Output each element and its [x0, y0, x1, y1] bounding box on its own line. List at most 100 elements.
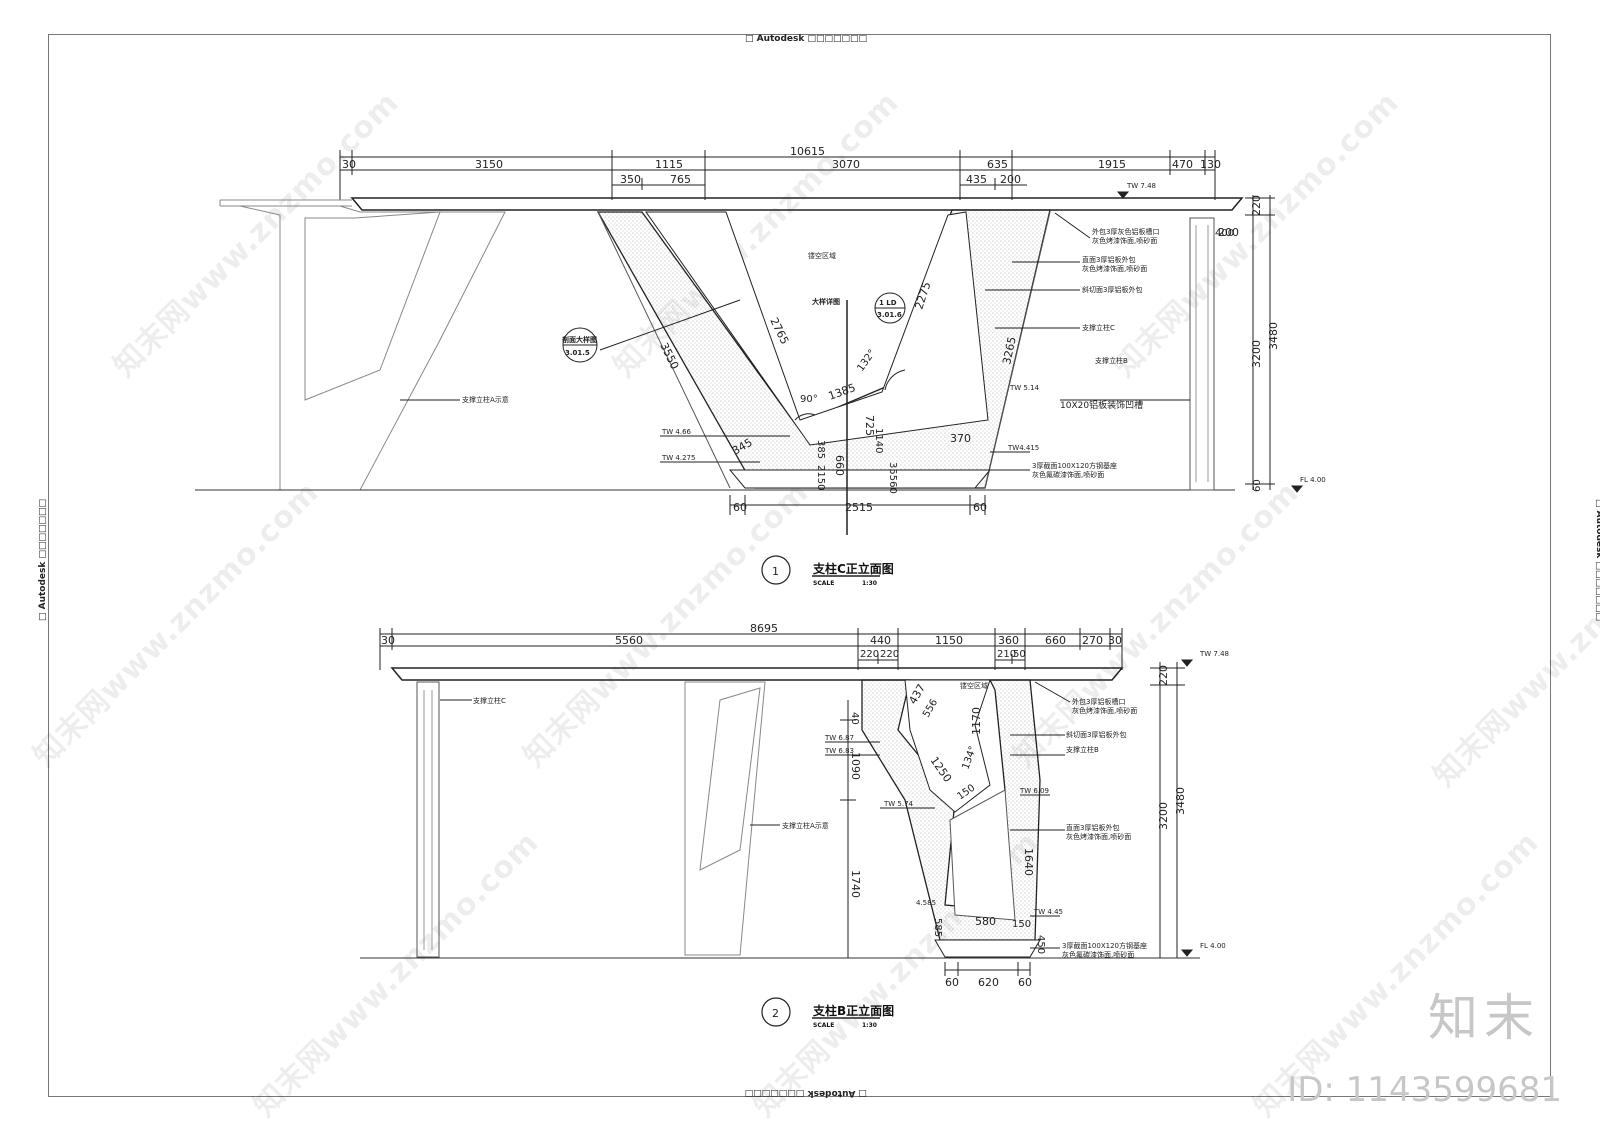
- v1-label: 直面3厚铝板外包: [1082, 255, 1135, 264]
- v2-subdim: 220: [880, 649, 899, 660]
- v1-subdim: 435: [966, 173, 987, 186]
- v2-bdim: 620: [978, 976, 999, 989]
- v1-callout-a-bottom: 3.01.6: [877, 311, 902, 319]
- v2-rdim: 3480: [1174, 787, 1187, 815]
- v2-level: TW 6.87: [824, 734, 854, 742]
- v2-dim: 360: [998, 634, 1019, 647]
- v2-level: 4.585: [916, 899, 936, 907]
- v2-level: TW 6.83: [824, 747, 854, 755]
- v1-rdim: 3200: [1250, 340, 1263, 368]
- v2-level: TW 7.48: [1199, 650, 1229, 658]
- v1-bdim: 60: [973, 501, 987, 514]
- v1-label-hollow: 镂空区域: [808, 251, 836, 260]
- v1-idim: 2150: [815, 465, 826, 490]
- v1-view-number: 1: [772, 565, 779, 578]
- v1-label: 灰色烤漆饰面,喷砂面: [1092, 236, 1157, 245]
- v1-dim: 1115: [655, 158, 683, 171]
- v1-label: 支撑立柱B: [1095, 356, 1128, 365]
- v1-angle: 132°: [855, 348, 878, 374]
- autodesk-stamp-top: □ Autodesk □□□□□□□: [745, 34, 868, 44]
- v2-scale-label: SCALE: [813, 1022, 834, 1029]
- v1-callout-b-top: 剖面大样图: [562, 335, 597, 344]
- v1-idim: 1385: [827, 381, 858, 403]
- v1-subdim: 350: [620, 173, 641, 186]
- v2-ldim: 1090: [849, 752, 862, 780]
- v1-level: TW 5.14: [1009, 384, 1040, 392]
- v1-level: TW4.415: [1007, 444, 1039, 452]
- v1-dim: 130: [1200, 158, 1221, 171]
- v1-view-title: 支柱C正立面图: [812, 561, 894, 576]
- v2-idim: 1640: [1022, 848, 1035, 876]
- v1-bdim: 2515: [845, 501, 873, 514]
- v2-bdim: 60: [1018, 976, 1032, 989]
- v1-angle: 90°: [800, 394, 818, 405]
- v2-dim: 660: [1045, 634, 1066, 647]
- brand-logo: 知末: [1428, 989, 1540, 1047]
- v1-dim: 1915: [1098, 158, 1126, 171]
- v2-idim: 580: [975, 915, 996, 928]
- v1-idim: 370: [950, 432, 971, 445]
- v1-scale-value: 1:30: [862, 580, 877, 587]
- v2-subdim: 50: [1013, 649, 1026, 660]
- v1-dim: 3150: [475, 158, 503, 171]
- v2-dim: 30: [1108, 634, 1122, 647]
- drawing-frame: [48, 34, 1551, 1097]
- v1-idim: 35560: [887, 462, 898, 494]
- v2-idim: 450: [1035, 935, 1046, 954]
- v1-level: TW 4.66: [661, 428, 692, 436]
- v2-ldim: 1740: [849, 870, 862, 898]
- v2-bdim: 60: [945, 976, 959, 989]
- v1-scale-label: SCALE: [813, 580, 834, 587]
- brand-id: ID: 1143599681: [1287, 1070, 1562, 1110]
- v1-label: 灰色烤漆饰面,喷砂面: [1082, 264, 1147, 273]
- v2-label: 支撑立柱B: [1066, 745, 1099, 754]
- v1-label: 10X20铝板装饰凹槽: [1060, 399, 1143, 411]
- v1-label: 3厚截面100X120方钢基座: [1032, 461, 1117, 470]
- v1-rdim: 60: [1252, 479, 1263, 492]
- v1-label: 斜切面3厚铝板外包: [1082, 285, 1142, 294]
- v2-dim-total: 8695: [750, 622, 778, 635]
- v1-label: 灰色氟碳漆饰面,喷砂面: [1032, 470, 1104, 479]
- v2-dim: 1150: [935, 634, 963, 647]
- v1-level: FL 4.00: [1300, 476, 1326, 484]
- v1-subdim: 765: [670, 173, 691, 186]
- v2-label: 支撑立柱A示意: [782, 821, 829, 830]
- v1-level: TW 7.48: [1126, 182, 1156, 190]
- v2-view-title: 支柱B正立面图: [812, 1003, 894, 1018]
- v2-label: 灰色烤漆饰面,喷砂面: [1066, 832, 1131, 841]
- v2-label-hollow: 镂空区域: [960, 681, 988, 690]
- v1-bdim: 60: [733, 501, 747, 514]
- v1-label: 外包3厚灰色铝板槽口: [1092, 227, 1159, 236]
- v2-level: FL 4.00: [1200, 942, 1226, 950]
- v1-level: TW 4.275: [661, 454, 695, 462]
- v2-scale-value: 1:30: [862, 1022, 877, 1029]
- v2-label: 斜切面3厚铝板外包: [1066, 730, 1126, 739]
- v1-idim: 660: [833, 455, 846, 476]
- v1-rdim: 3480: [1267, 322, 1280, 350]
- v2-dim: 30: [381, 634, 395, 647]
- v2-label: 灰色烤漆饰面,喷砂面: [1072, 706, 1137, 715]
- v2-idim: 585: [932, 918, 943, 937]
- v1-dim-total: 10615: [790, 145, 825, 158]
- v2-dim: 440: [870, 634, 891, 647]
- v1-rdim: 220: [1250, 195, 1263, 216]
- v1-idim: 725: [863, 415, 876, 436]
- v1-dim: 635: [987, 158, 1008, 171]
- v1-label-sample: 大样详图: [812, 297, 840, 306]
- view2-elevation: [360, 628, 1200, 1027]
- v2-view-number: 2: [772, 1007, 779, 1020]
- v1-dim: 3070: [832, 158, 860, 171]
- view1-annotations: 10615 30 3150 1115 3070 635 1915 470 130…: [342, 145, 1326, 587]
- v2-ldim: 40: [849, 712, 860, 725]
- v2-rdim: 3200: [1157, 802, 1170, 830]
- view2-annotations: 8695 30 5560 440 1150 360 660 270 30 220…: [381, 622, 1229, 1029]
- v2-idim: 150: [1012, 919, 1031, 930]
- v1-callout-a-top: 1 LD: [879, 299, 897, 307]
- v1-rdim: 400: [1215, 228, 1234, 239]
- v1-idim: 3265: [1000, 336, 1019, 366]
- v2-label: 3厚截面100X120方钢基座: [1062, 941, 1147, 950]
- v1-dim: 30: [342, 158, 356, 171]
- v2-label: 灰色氟碳漆饰面,喷砂面: [1062, 950, 1134, 959]
- v2-level: TW 5.74: [883, 800, 914, 808]
- view1-elevation: [195, 150, 1304, 585]
